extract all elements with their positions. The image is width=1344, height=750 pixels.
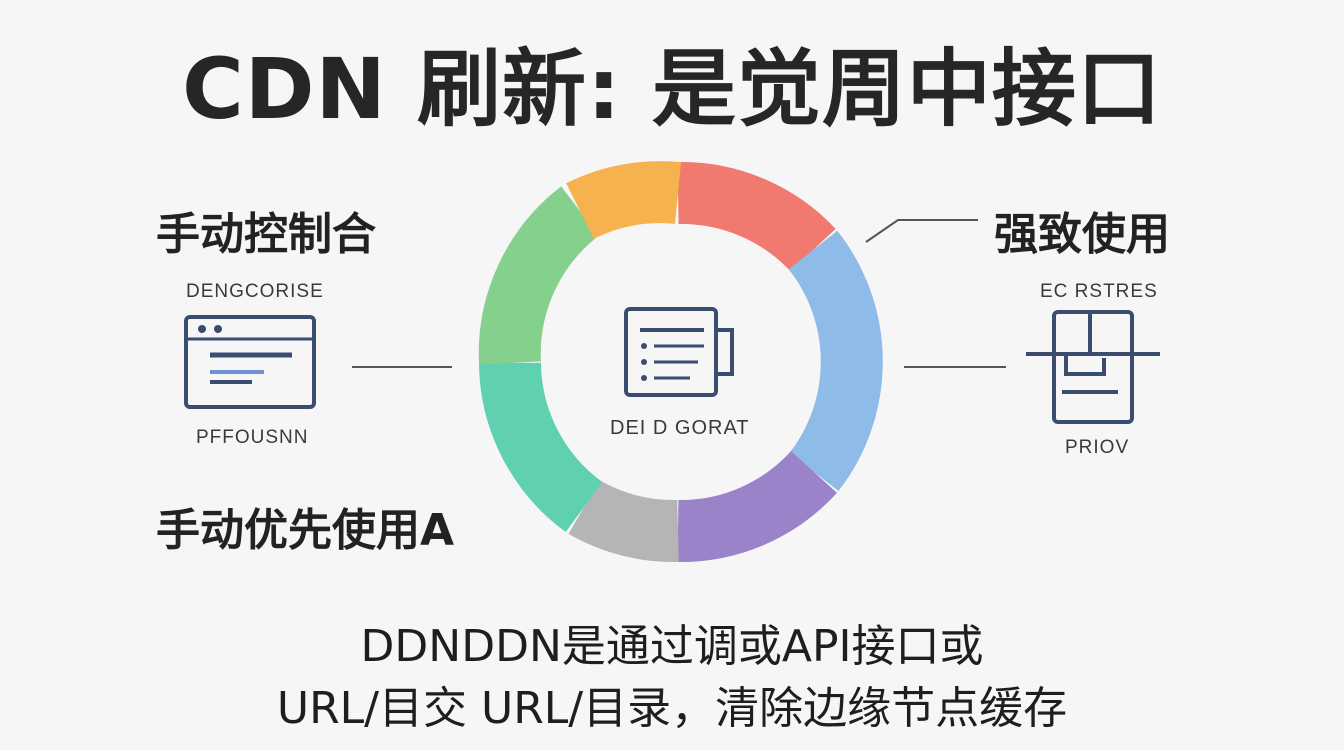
browser-window-icon: [184, 315, 316, 409]
bottom-text-line-2: URL/目交 URL/目录，清除边缘节点缓存: [276, 683, 1068, 734]
ring-segment-purple: [677, 450, 837, 562]
page-title: CDN 刷新: 是觉周中接口: [182, 40, 1162, 138]
ring-segment-gray: [568, 479, 679, 563]
ring-segment-blue: [788, 230, 883, 491]
bottom-text-line-1: DDNDDN是通过调或API接口或: [360, 621, 984, 672]
right-label-top: EC RSTRES: [1040, 281, 1158, 302]
connector-top-right: [865, 219, 978, 243]
left-heading-bottom: 手动优先使用A: [156, 505, 455, 556]
ring-segment-teal: [479, 361, 603, 533]
document-list-icon: [624, 307, 734, 397]
center-label: DEI D GORAT: [610, 417, 750, 439]
left-label-top: DENGCORISE: [186, 281, 324, 302]
left-heading-top: 手动控制合: [156, 209, 376, 260]
device-panel-icon: [1026, 310, 1160, 424]
ring-segment-orange: [566, 161, 682, 240]
ring-segment-green: [478, 186, 600, 365]
right-heading-top: 强致使用: [994, 209, 1170, 260]
left-label-bottom: PFFOUSNN: [196, 427, 309, 448]
right-label-bottom: PRIOV: [1065, 437, 1130, 458]
ring-segment-red: [677, 161, 836, 272]
